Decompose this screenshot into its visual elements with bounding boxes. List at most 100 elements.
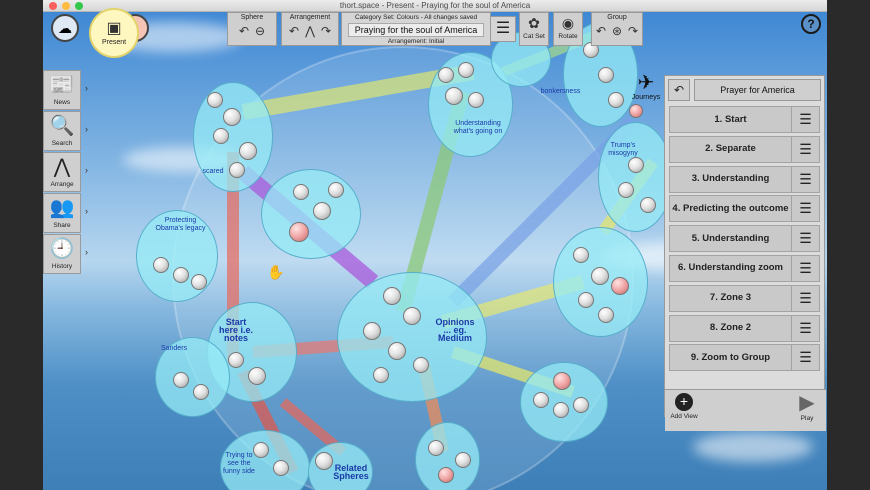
group-icon[interactable]: ⊛ [611,24,623,38]
thought-ball[interactable] [553,402,569,418]
cloud-button[interactable]: ☁ [51,14,79,42]
view-item-menu-icon[interactable]: ☰ [792,344,820,372]
thought-ball[interactable] [598,307,614,323]
thought-ball[interactable] [458,62,474,78]
arrange-redo-icon[interactable]: ↷ [320,24,332,38]
minimize-window-button[interactable] [62,2,70,10]
thought-ball[interactable] [328,182,344,198]
share-button[interactable]: 👥 Share › [43,193,88,233]
thought-ball[interactable] [598,67,614,83]
view-item[interactable]: 1. Start ☰ [669,106,820,133]
thought-ball[interactable] [193,384,209,400]
maximize-window-button[interactable] [75,2,83,10]
group-redo-icon[interactable]: ↷ [627,24,639,38]
thought-ball[interactable] [455,452,471,468]
view-item-label[interactable]: 4. Predicting the outcome [669,195,792,223]
arrange-undo-icon[interactable]: ↶ [288,24,300,38]
view-item[interactable]: 9. Zoom to Group ☰ [669,344,820,372]
view-item[interactable]: 8. Zone 2 ☰ [669,314,820,342]
help-button[interactable]: ? [801,14,821,34]
view-item-menu-icon[interactable]: ☰ [792,195,820,223]
view-item[interactable]: 4. Predicting the outcome ☰ [669,195,820,223]
history-button[interactable]: 🕘 History › [43,234,88,274]
view-item-menu-icon[interactable]: ☰ [792,225,820,253]
thought-ball[interactable] [315,452,333,470]
view-item-menu-icon[interactable]: ☰ [792,135,820,163]
arrange-expand-icon[interactable]: › [85,165,88,175]
view-item-menu-icon[interactable]: ☰ [792,254,820,282]
undo-icon[interactable]: ↶ [238,24,250,38]
add-view-button[interactable]: + Add View [669,393,699,420]
thought-ball[interactable] [608,92,624,108]
thought-ball[interactable] [428,440,444,456]
view-item-label[interactable]: 1. Start [669,106,792,133]
thought-ball[interactable] [239,142,257,160]
view-item-menu-icon[interactable]: ☰ [792,106,820,133]
thought-ball[interactable] [468,92,484,108]
thought-ball[interactable] [223,108,241,126]
thought-ball[interactable] [253,442,269,458]
thought-ball[interactable] [573,397,589,413]
view-item-label[interactable]: 2. Separate [669,135,792,163]
view-item[interactable]: 5. Understanding ☰ [669,225,820,253]
thought-ball[interactable] [173,372,189,388]
thought-ball[interactable] [640,197,656,213]
group-undo-icon[interactable]: ↶ [595,24,607,38]
catset-button[interactable]: ✿ Cat Set [519,12,549,46]
close-window-button[interactable] [49,2,57,10]
news-button[interactable]: 📰 News › [43,70,88,110]
view-item-label[interactable]: 5. Understanding [669,225,792,253]
thought-ball[interactable] [228,352,244,368]
thought-ball[interactable] [229,162,245,178]
sphere-cluster[interactable] [261,169,361,259]
view-item-label[interactable]: 9. Zoom to Group [669,344,792,372]
rotate-button[interactable]: ◉ Rotate [553,12,583,46]
news-expand-icon[interactable]: › [85,83,88,93]
thought-ball[interactable] [191,274,207,290]
panel-back-button[interactable]: ↶ [668,79,690,101]
thought-ball[interactable] [153,257,169,273]
view-item-label[interactable]: 3. Understanding [669,165,792,193]
thought-ball[interactable] [445,87,463,105]
thought-ball[interactable] [403,307,421,325]
map-title[interactable]: Praying for the soul of America [348,23,484,37]
thought-ball[interactable] [438,467,454,483]
thought-ball[interactable] [413,357,429,373]
view-item-menu-icon[interactable]: ☰ [792,165,820,193]
view-item[interactable]: 3. Understanding ☰ [669,165,820,193]
thought-ball[interactable] [591,267,609,285]
view-item-label[interactable]: 7. Zone 3 [669,284,792,312]
thought-ball[interactable] [248,367,266,385]
thought-ball[interactable] [273,460,289,476]
sphere-trump[interactable] [598,122,673,232]
thought-ball[interactable] [363,322,381,340]
thought-ball[interactable] [173,267,189,283]
view-item-label[interactable]: 8. Zone 2 [669,314,792,342]
view-item[interactable]: 2. Separate ☰ [669,135,820,163]
thought-ball[interactable] [373,367,389,383]
thought-ball[interactable] [629,104,643,118]
play-button[interactable]: ▶ Play [792,393,822,422]
view-item[interactable]: 7. Zone 3 ☰ [669,284,820,312]
share-expand-icon[interactable]: › [85,206,88,216]
thought-ball[interactable] [611,277,629,295]
thought-ball[interactable] [383,287,401,305]
thought-ball[interactable] [578,292,594,308]
thought-ball[interactable] [628,157,644,173]
thought-ball[interactable] [207,92,223,108]
view-item-menu-icon[interactable]: ☰ [792,314,820,342]
thought-ball[interactable] [553,372,571,390]
thought-ball[interactable] [388,342,406,360]
present-button[interactable]: ▣ Present [89,8,139,58]
thought-ball[interactable] [313,202,331,220]
thought-ball[interactable] [573,247,589,263]
search-button[interactable]: 🔍 Search › [43,111,88,151]
journeys-button[interactable]: ✈ Journeys [628,72,664,101]
main-menu-button[interactable]: ☰ [490,16,516,42]
view-item-menu-icon[interactable]: ☰ [792,284,820,312]
arrange-button[interactable]: ⋀ Arrange › [43,152,88,192]
thought-ball[interactable] [213,128,229,144]
sphere-opinions[interactable] [337,272,487,402]
sphere-sanders[interactable] [155,337,230,417]
view-item[interactable]: 6. Understanding zoom ☰ [669,254,820,282]
